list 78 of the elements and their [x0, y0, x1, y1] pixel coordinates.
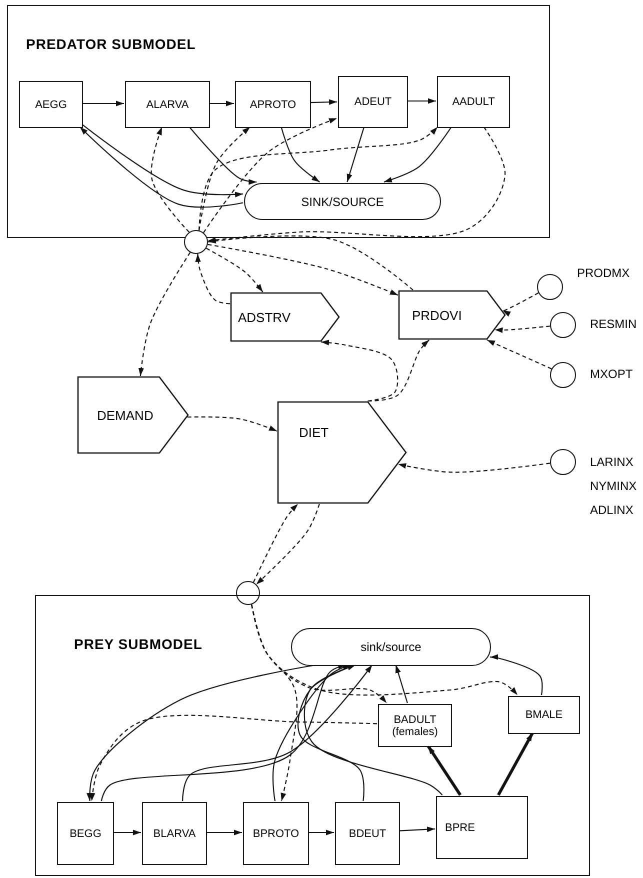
arrow — [195, 254, 230, 304]
variable-label: PRDOVI — [412, 308, 462, 322]
arrow — [502, 292, 539, 317]
stage-box: BLARVA — [142, 802, 207, 865]
arrow — [346, 126, 365, 182]
stage-box: AADULT — [437, 76, 510, 128]
arrow — [208, 126, 506, 243]
arrow — [398, 462, 550, 473]
arrow — [251, 604, 387, 704]
arrow — [209, 100, 234, 106]
arrow — [298, 664, 364, 802]
arrow — [486, 340, 552, 370]
variable-label: DIET — [299, 425, 329, 440]
sink-source-pill: sink/source — [291, 628, 491, 666]
submodel-panel — [7, 5, 550, 238]
stage-box: AEGG — [19, 81, 83, 128]
arrow — [208, 244, 398, 296]
arrow — [198, 126, 438, 230]
stage-box: BADULT (females) — [378, 704, 452, 747]
arrow — [490, 654, 543, 696]
stage-box: BMALE — [508, 696, 580, 734]
arrow — [426, 745, 462, 796]
variable-label: DEMAND — [97, 408, 154, 422]
arrow — [308, 830, 334, 836]
submodel-panel — [35, 595, 590, 876]
stage-box: BEGG — [57, 802, 114, 865]
stage-box: BDEUT — [335, 802, 400, 865]
arrow — [150, 126, 190, 233]
arrow — [138, 252, 191, 376]
variable-label: PRODMX — [577, 266, 630, 280]
submodel-title: PREDATOR SUBMODEL — [26, 36, 196, 52]
arrow — [206, 830, 242, 836]
connector-circle — [184, 230, 208, 254]
arrow — [280, 126, 320, 182]
arrow — [407, 98, 436, 104]
stage-box: APROTO — [235, 81, 311, 128]
arrow — [187, 416, 278, 432]
variable-label: MXOPT — [590, 367, 633, 381]
connector-circle — [537, 274, 563, 300]
stage-box: BPROTO — [243, 802, 309, 865]
variable-label: RESMIN — [590, 317, 637, 331]
sink-source-pill: SINK/SOURCE — [244, 183, 441, 220]
connector-circle — [236, 581, 260, 605]
arrow — [203, 118, 338, 233]
arrow — [206, 248, 264, 292]
submodel-title: PREY SUBMODEL — [74, 636, 202, 652]
variable-label: ADSTRV — [238, 310, 290, 324]
arrow — [198, 126, 250, 230]
arrow — [304, 664, 443, 796]
arrow — [494, 326, 550, 333]
arrow — [189, 126, 257, 185]
arrow — [310, 99, 338, 105]
connector-circle — [550, 312, 576, 338]
arrow — [113, 830, 141, 836]
stage-box: ALARVA — [125, 81, 210, 128]
arrow — [368, 340, 430, 402]
arrow — [80, 126, 244, 208]
arrow — [90, 714, 378, 802]
arrow — [251, 604, 518, 696]
arrow — [256, 504, 320, 585]
arrow — [497, 732, 534, 796]
variable-label: NYMINX — [590, 479, 637, 493]
arrow — [82, 100, 124, 106]
arrow — [252, 504, 298, 583]
stage-box: BPRE — [436, 796, 528, 859]
connector-circle — [550, 362, 576, 388]
variable-label: LARINX — [590, 455, 634, 469]
arrow — [208, 235, 414, 290]
arrow — [395, 664, 408, 704]
stage-box: ADEUT — [338, 76, 408, 128]
connector-circle — [550, 449, 576, 475]
arrow — [398, 826, 436, 832]
arrow — [384, 126, 452, 183]
arrow — [250, 604, 298, 802]
arrow — [82, 124, 244, 198]
arrow — [182, 664, 373, 802]
variable-label: ADLINX — [590, 503, 634, 517]
arrow — [320, 340, 398, 402]
